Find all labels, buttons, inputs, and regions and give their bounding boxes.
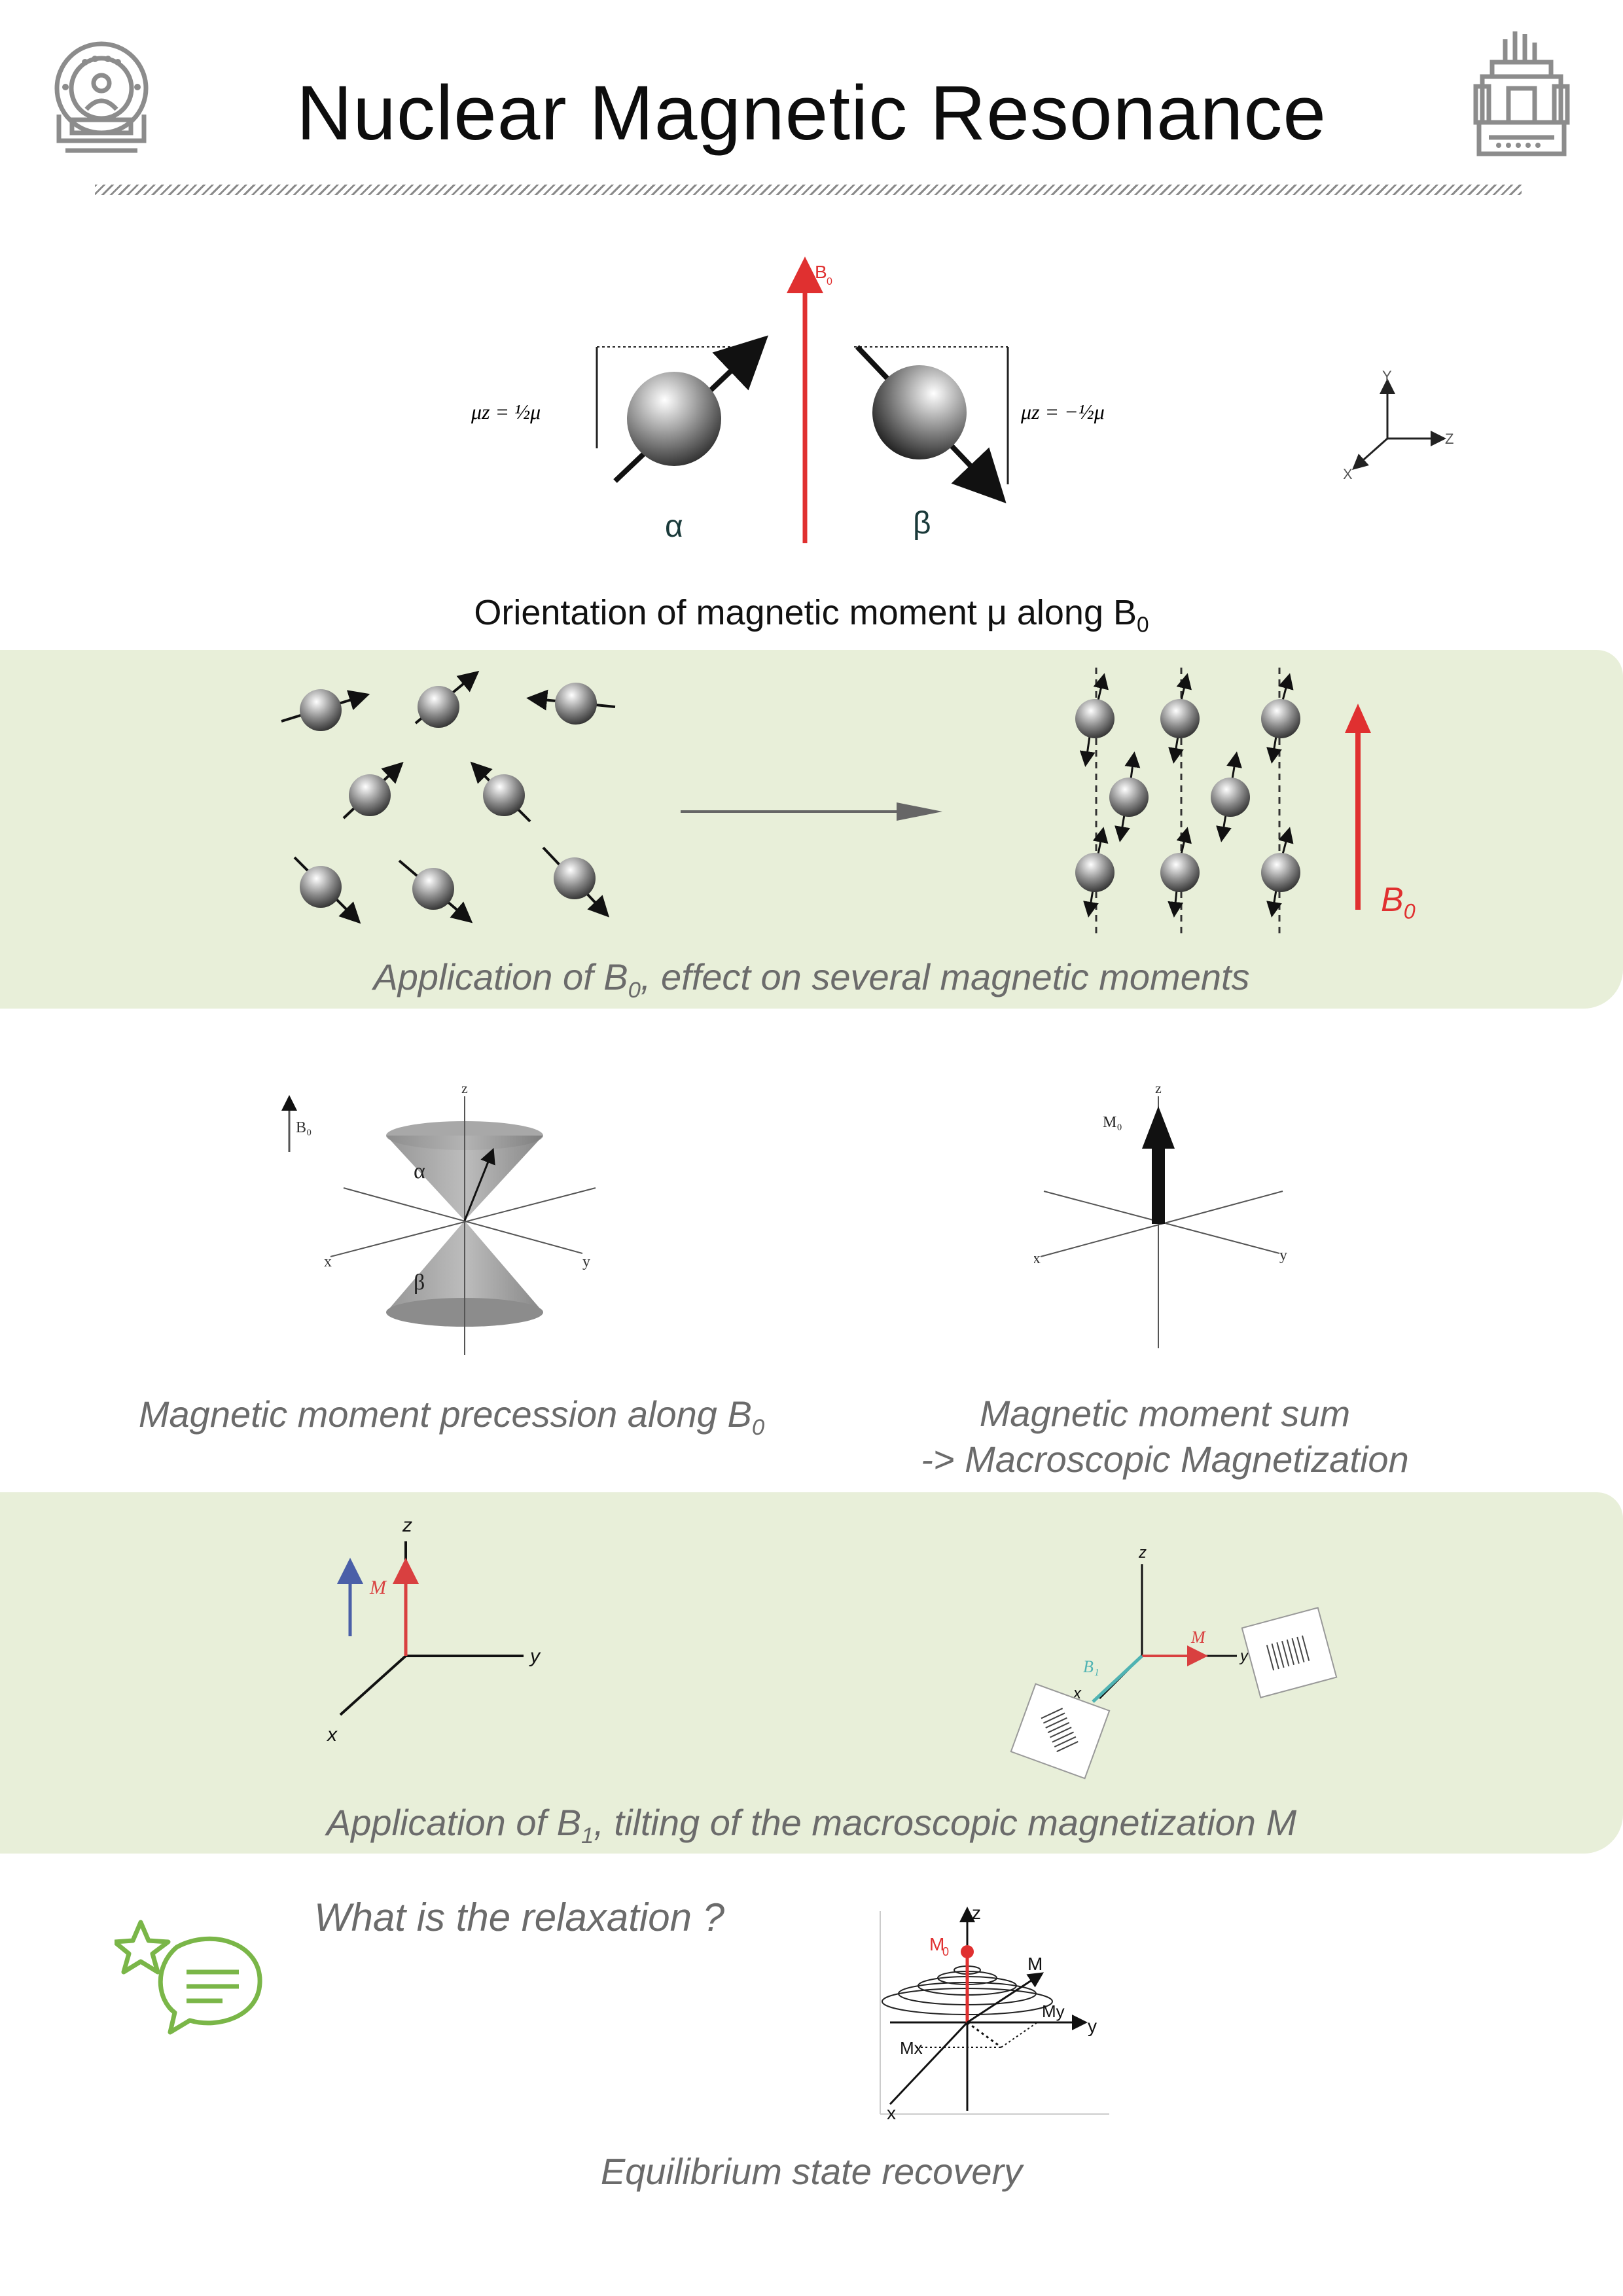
page-title: Nuclear Magnetic Resonance [296, 70, 1327, 156]
alpha-formula: μz = ½μ [471, 400, 541, 423]
transition-arrow [674, 798, 949, 825]
rf-coil-card-right [1241, 1607, 1338, 1698]
orientation-diagram: μz = ½μ α B 0 μz = −½μ β [458, 255, 1178, 563]
svg-text:y: y [529, 1645, 541, 1667]
svg-text:B₁: B₁ [1083, 1657, 1099, 1676]
svg-text:y: y [1239, 1647, 1249, 1665]
svg-text:M₀: M₀ [1103, 1114, 1122, 1131]
svg-text:My: My [1042, 2001, 1065, 2021]
relaxation-diagram: M 0 z M My y Mx x [877, 1903, 1113, 2123]
svg-text:α: α [414, 1159, 425, 1183]
precession-caption: Magnetic moment precession along B0 [138, 1393, 765, 1441]
b1-after-diagram: M B₁ z y x [1008, 1544, 1348, 1787]
svg-text:0: 0 [827, 276, 832, 287]
macroscopic-diagram: M₀ z x y [1033, 1080, 1309, 1361]
beta-formula: μz = −½μ [1020, 400, 1105, 423]
svg-text:z: z [1155, 1080, 1162, 1096]
relaxation-question: What is the relaxation ? [314, 1895, 724, 1939]
svg-text:M: M [929, 1934, 944, 1954]
application-b0-caption: Application of B0, effect on several mag… [373, 956, 1250, 1003]
svg-text:M: M [1190, 1628, 1206, 1647]
beta-label: β [913, 506, 931, 541]
precession-diagram: B₀ z x y α β [275, 1080, 668, 1368]
svg-text:β: β [414, 1270, 425, 1295]
relaxation-caption: Equilibrium state recovery [600, 2151, 1023, 2192]
header-divider [95, 185, 1522, 195]
svg-text:x: x [324, 1253, 332, 1270]
chat-star-icon [112, 1914, 265, 2039]
svg-text:z: z [461, 1080, 468, 1096]
b0-arrow: B 0 [787, 257, 832, 543]
svg-text:0: 0 [942, 1945, 949, 1958]
svg-text:M: M [1027, 1954, 1043, 1974]
svg-text:z: z [402, 1515, 412, 1536]
random-spins [262, 661, 654, 936]
beta-spin [854, 345, 1009, 503]
axes-triad: Y Z X [1329, 367, 1466, 484]
b1-before-diagram: M z y x [314, 1515, 576, 1751]
axis-x-label: X [1343, 466, 1353, 482]
svg-text:Mx: Mx [900, 2038, 923, 2058]
application-b1-caption: Application of B1, tilting of the macros… [326, 1802, 1297, 1849]
band-application-b1 [0, 1492, 1623, 1854]
svg-text:M: M [369, 1577, 387, 1598]
svg-text:y: y [1279, 1247, 1287, 1264]
svg-text:y: y [1088, 2016, 1097, 2036]
axis-z-label: Z [1445, 431, 1454, 447]
svg-text:B: B [815, 262, 827, 282]
rf-coil-card-left [1010, 1683, 1111, 1780]
svg-text:B₀: B₀ [296, 1119, 312, 1136]
alpha-spin [596, 335, 768, 483]
svg-text:z: z [1138, 1545, 1147, 1562]
band-application-b0 [0, 650, 1623, 1009]
svg-text:x: x [326, 1724, 338, 1746]
aligned-spins [1047, 655, 1414, 942]
orientation-caption: Orientation of magnetic moment μ along B… [474, 593, 1149, 637]
svg-text:z: z [972, 1905, 981, 1923]
b0-label-section2: B0 [1381, 881, 1416, 924]
macroscopic-caption: Magnetic moment sum -> Macroscopic Magne… [921, 1393, 1409, 1480]
mri-scanner-icon [46, 36, 157, 160]
svg-text:x: x [1034, 1250, 1041, 1267]
nmr-spectrometer-icon [1466, 26, 1577, 164]
alpha-label: α [665, 509, 683, 544]
svg-text:x: x [887, 2103, 896, 2121]
svg-text:y: y [582, 1253, 590, 1270]
axis-y-label: Y [1382, 368, 1392, 384]
